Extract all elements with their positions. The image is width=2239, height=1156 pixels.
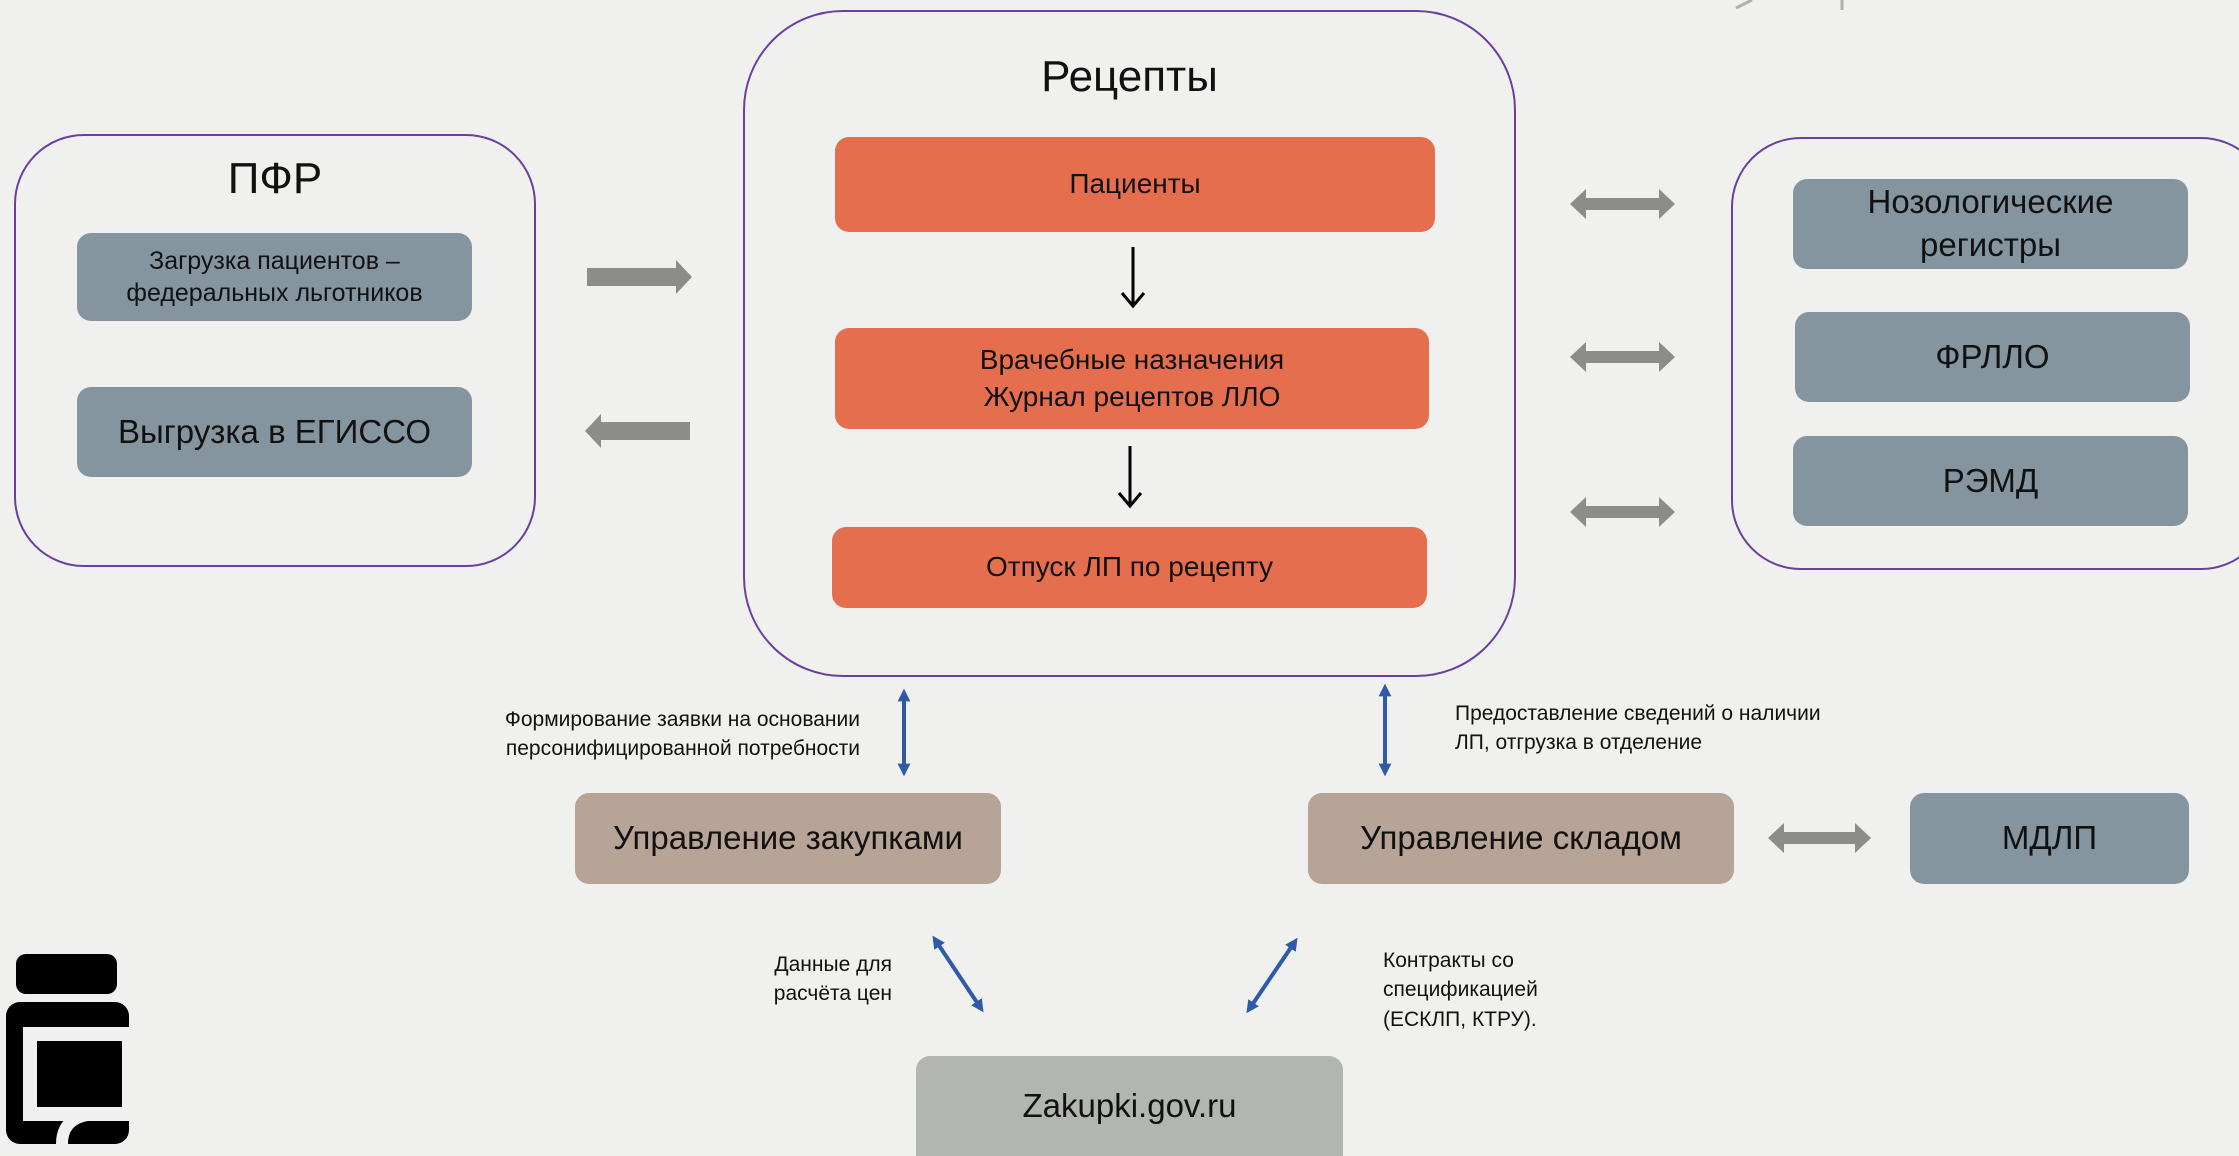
group-pfr-title: ПФР (227, 154, 323, 203)
box-frllo-label: ФРЛЛО (1935, 337, 2050, 375)
bottle-icon (6, 954, 170, 1144)
box-load-patients-label: Загрузка пациентов – федеральных льготни… (126, 246, 423, 308)
box-mdlp: МДЛП (1910, 793, 2189, 884)
box-warehouse-label: Управление складом (1360, 819, 1682, 857)
arrow-pfr-to-recipes (587, 260, 692, 294)
note-stock-info: Предоставление сведений о наличии ЛП, от… (1455, 702, 1821, 755)
box-export-egisso: Выгрузка в ЕГИССО (77, 387, 472, 477)
group-pfr: ПФР (14, 134, 536, 567)
box-patients: Пациенты (835, 137, 1435, 232)
arrow-patients-to-prescriptions (1120, 247, 1146, 309)
box-mdlp-label: МДЛП (2001, 819, 2098, 857)
note-procurement-request: Формирование заявки на основании персони… (504, 708, 860, 761)
box-export-egisso-label: Выгрузка в ЕГИССО (118, 412, 431, 450)
box-patients-label: Пациенты (1069, 168, 1201, 200)
cropped-shape-fragment (1735, 0, 1844, 10)
box-nosology-registries: Нозологические регистры (1793, 179, 2188, 269)
box-zakupki-label: Zakupki.gov.ru (1022, 1086, 1237, 1124)
note-contracts: Контракты со спецификацией (ЕСКЛП, КТРУ)… (1383, 949, 1538, 1031)
box-zakupki: Zakupki.gov.ru (916, 1056, 1343, 1156)
box-prescriptions-label: Врачебные назначения Журнал рецептов ЛЛО (979, 344, 1285, 412)
box-load-patients: Загрузка пациентов – федеральных льготни… (77, 233, 472, 321)
arrow-warehouse-mdlp (1768, 823, 1871, 853)
group-recipes: Рецепты (743, 10, 1516, 677)
box-procurement-label: Управление закупками (613, 819, 963, 857)
note-price-data: Данные для расчёта цен (773, 953, 892, 1006)
arrow-recipes-frllo (1570, 342, 1675, 372)
box-remd-label: РЭМД (1942, 461, 2039, 499)
arrow-prescriptions-to-dispensing (1117, 446, 1143, 509)
box-procurement: Управление закупками (575, 793, 1001, 884)
arrow-warehouse-zakupki (1246, 937, 1298, 1014)
box-dispensing-label: Отпуск ЛП по рецепту (985, 551, 1273, 583)
box-remd: РЭМД (1793, 436, 2188, 526)
box-nosology-registries-label: Нозологические регистры (1867, 183, 2114, 263)
group-recipes-title: Рецепты (1041, 52, 1218, 101)
group-registries (1731, 137, 2239, 570)
arrow-recipes-nosology (1570, 189, 1675, 219)
arrow-procurement-zakupki (932, 935, 984, 1013)
box-prescriptions: Врачебные назначения Журнал рецептов ЛЛО (835, 328, 1429, 429)
box-frllo: ФРЛЛО (1795, 312, 2190, 402)
arrow-recipes-to-pfr (585, 414, 690, 448)
box-warehouse: Управление складом (1308, 793, 1734, 884)
arrow-recipes-remd (1570, 497, 1675, 527)
box-dispensing: Отпуск ЛП по рецепту (832, 527, 1427, 608)
